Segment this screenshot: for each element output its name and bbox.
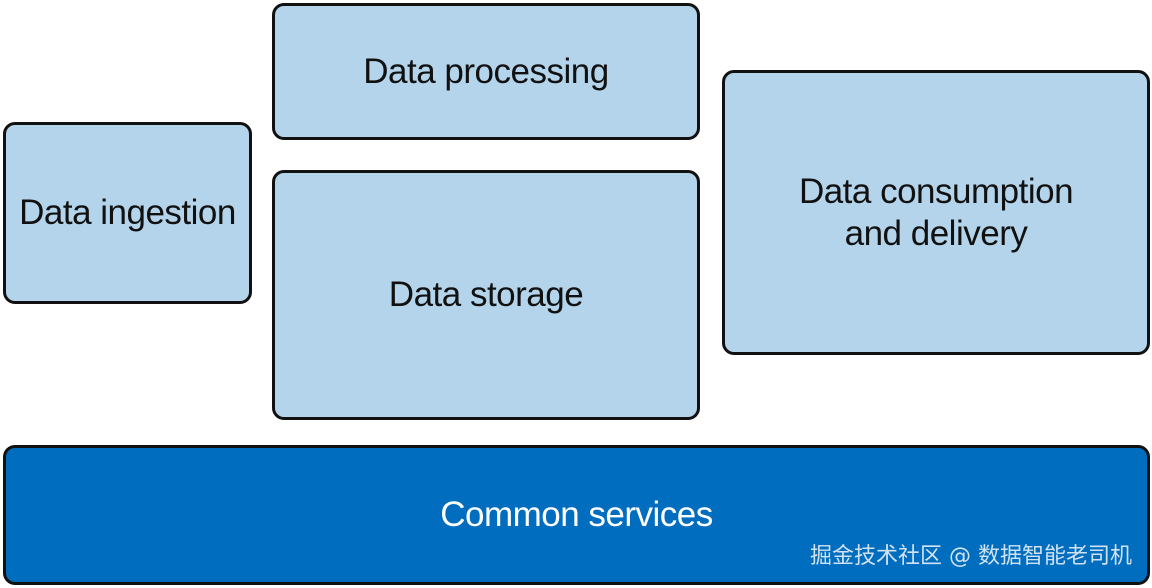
common-services-label: Common services: [440, 495, 713, 535]
data-consumption-label-line1: Data consumption: [798, 172, 1074, 212]
watermark-text: 掘金技术社区 @ 数据智能老司机: [810, 544, 1132, 569]
data-ingestion-box: Data ingestion: [3, 122, 252, 304]
data-processing-label: Data processing: [363, 51, 609, 91]
data-ingestion-label: Data ingestion: [19, 193, 236, 233]
data-processing-box: Data processing: [272, 3, 700, 140]
common-services-box: Common services: [3, 445, 1150, 585]
data-storage-label: Data storage: [388, 275, 584, 315]
data-consumption-label: Data consumption and delivery: [798, 171, 1074, 254]
data-storage-box: Data storage: [272, 170, 700, 420]
data-consumption-label-line2: and delivery: [844, 213, 1028, 253]
data-consumption-box: Data consumption and delivery: [722, 70, 1150, 355]
